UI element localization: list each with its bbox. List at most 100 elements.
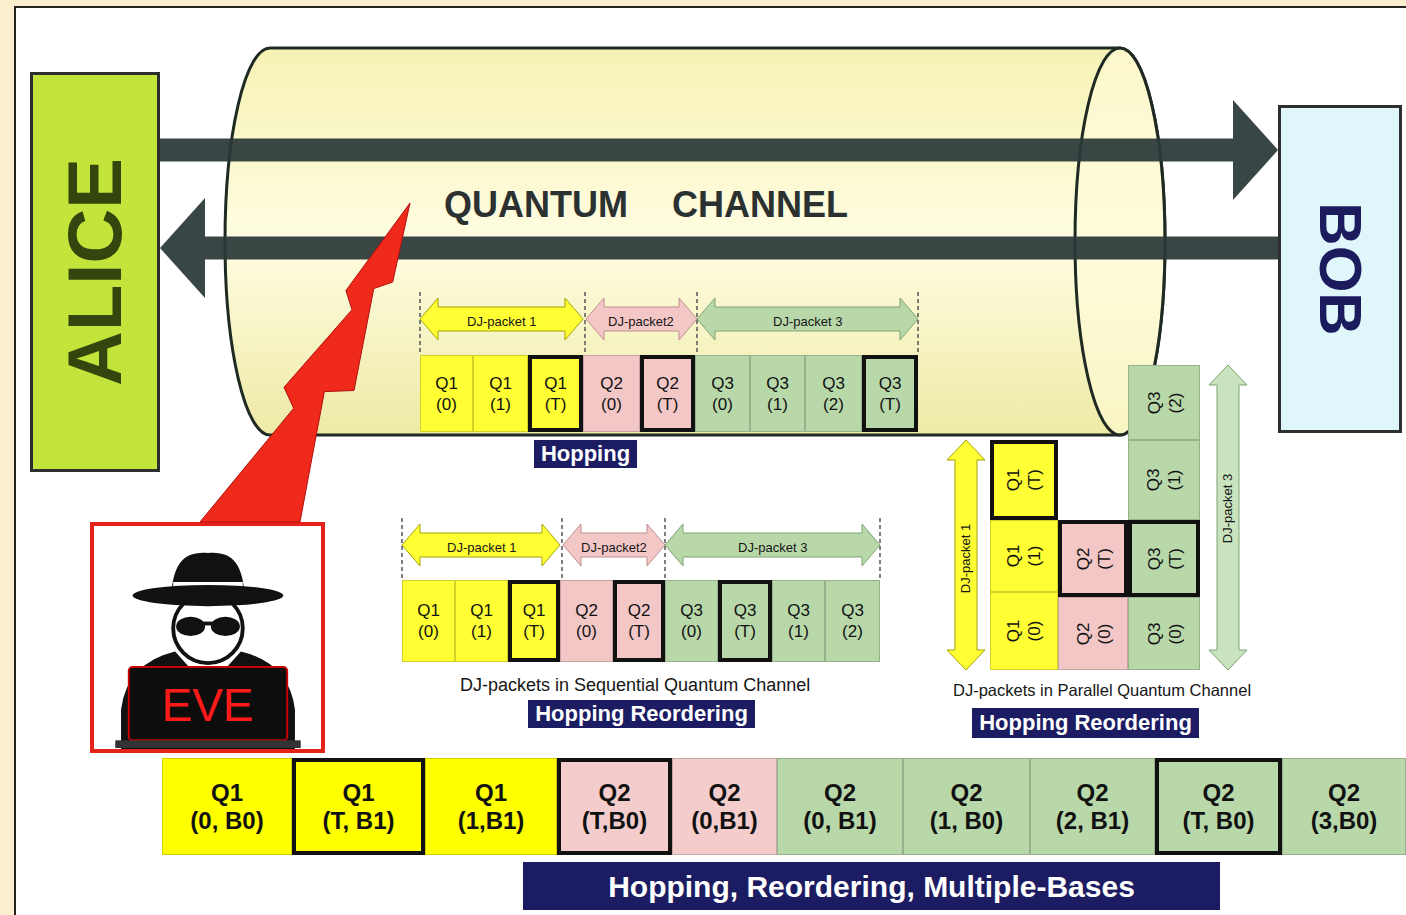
caption-label: DJ-packets in Sequential Quantum Channel [460,675,810,696]
line-spacer [1072,646,1093,667]
line-spacer [376,779,419,807]
line-spacer [1003,493,1024,514]
spy-glasses [176,617,205,636]
title-banner: Hopping Reordering [972,708,1199,738]
line-spacer [742,779,774,807]
packet-arrow [402,524,560,566]
line-spacer [428,779,473,807]
line-spacer [476,373,488,394]
line-spacer [624,373,637,394]
line-spacer [563,779,597,807]
qubit-cell: Q3 (T) [718,580,772,662]
qubit-cell: Q1 (1) [990,520,1058,592]
packet-label: DJ-packet 1 [959,524,974,593]
node-text: ALICE [57,158,133,386]
node-text: Q3 (T) [724,600,766,642]
line-spacer [441,600,452,621]
qubit-cell: Q1 (0) [420,355,473,432]
node-text: Q2 (0) [586,373,637,415]
line-spacer [619,600,626,621]
packet-label: DJ-packet 3 [1221,474,1236,543]
packet-label: DJ-packet2 [581,541,647,556]
line-spacer [1110,779,1152,807]
line-spacer [1072,571,1093,591]
label-anchor: DJ-packet 1 [467,312,536,330]
packet-arrow [563,524,665,566]
line-spacer [1072,526,1093,546]
line-spacer [903,373,912,394]
line-spacer [245,779,289,807]
line-spacer [1003,523,1024,543]
qubit-cell: Q1 (T, B1) [292,758,425,855]
line-spacer [1143,526,1164,546]
node-text: BOB [1310,202,1370,335]
packet-label: DJ-packet 1 [467,315,536,330]
node-text: Q1 (T) [514,600,554,642]
line-spacer [865,600,877,621]
eavesdropper-box: EVE [90,522,325,753]
line-spacer [724,600,732,621]
node-text: Q2 (1, B0) [906,779,1027,835]
line-spacer [811,600,822,621]
packet-divider [401,518,403,578]
line-spacer [568,373,577,394]
quantum-channel-cylinder: QUANTUM CHANNELQ1 (0)Q1 (1)Q1 (T)Q2 (0)Q… [215,45,1175,440]
party-box: BOB [1278,105,1402,433]
line-spacer [846,373,859,394]
node-text: Q2 (T,B0) [563,779,666,835]
qubit-cell: Q1 (0, B0) [162,758,292,855]
line-spacer [828,600,840,621]
packet-label: DJ-packet 3 [738,541,807,556]
line-spacer [1143,600,1164,621]
line-spacer [652,600,659,621]
node-text: Q1 (T) [534,373,577,415]
spy-hat-brim [133,585,284,606]
qubit-cell: Q1 (1) [455,580,508,662]
qubit-cell: Q2 (0, B1) [777,758,903,855]
line-spacer [753,373,765,394]
line-spacer [632,779,666,807]
title-banner: Hopping, Reordering, Multiple-Bases [523,862,1220,910]
qubit-cell: Q2 (0) [583,355,640,432]
packet-arrow [1209,365,1247,670]
qubit-cell: Q3 (1) [772,580,825,662]
laptop-base [115,740,300,748]
line-spacer [790,373,802,394]
caption-label: DJ-packets in Parallel Quantum Channel [953,681,1251,700]
line-spacer [775,600,786,621]
line-spacer [1362,779,1403,807]
packet-divider [879,518,881,578]
node-text: Hopping Reordering [979,711,1192,735]
node-text: Q3 (2) [1143,368,1185,437]
line-spacer [1003,644,1024,667]
node-text: Q1 (0) [405,600,452,642]
node-text: Q1 (1) [458,600,505,642]
node-text: EVE [161,682,253,728]
line-spacer [165,779,209,807]
line-spacer [858,779,900,807]
line-spacer [1003,595,1024,618]
node-text: Hopping, Reordering, Multiple-Bases [608,870,1135,903]
line-spacer [586,373,599,394]
node-text: Q1 (0) [423,373,470,415]
qubit-cell: Q2 (T,B0) [557,758,672,855]
node-text: Q2 (T) [1072,526,1114,591]
party-box: ALICE [30,72,160,472]
line-spacer [494,600,505,621]
node-text: Q1 (0, B0) [165,779,289,835]
line-spacer [906,779,949,807]
line-spacer [1003,446,1024,467]
label-anchor: DJ-packet 3 [738,538,807,556]
node-text: Q2 (3,B0) [1285,779,1403,835]
line-spacer [509,779,554,807]
qubit-cell: Q2 (2, B1) [1030,758,1155,855]
qubit-cell: Q2 (T) [640,355,695,432]
line-spacer [1033,779,1075,807]
line-spacer [547,600,554,621]
line-spacer [675,779,707,807]
node-text: Q3 (1) [775,600,822,642]
node-text: Q2 (0) [563,600,610,642]
line-spacer [563,600,574,621]
node-text: Q2 (0, B1) [780,779,900,835]
